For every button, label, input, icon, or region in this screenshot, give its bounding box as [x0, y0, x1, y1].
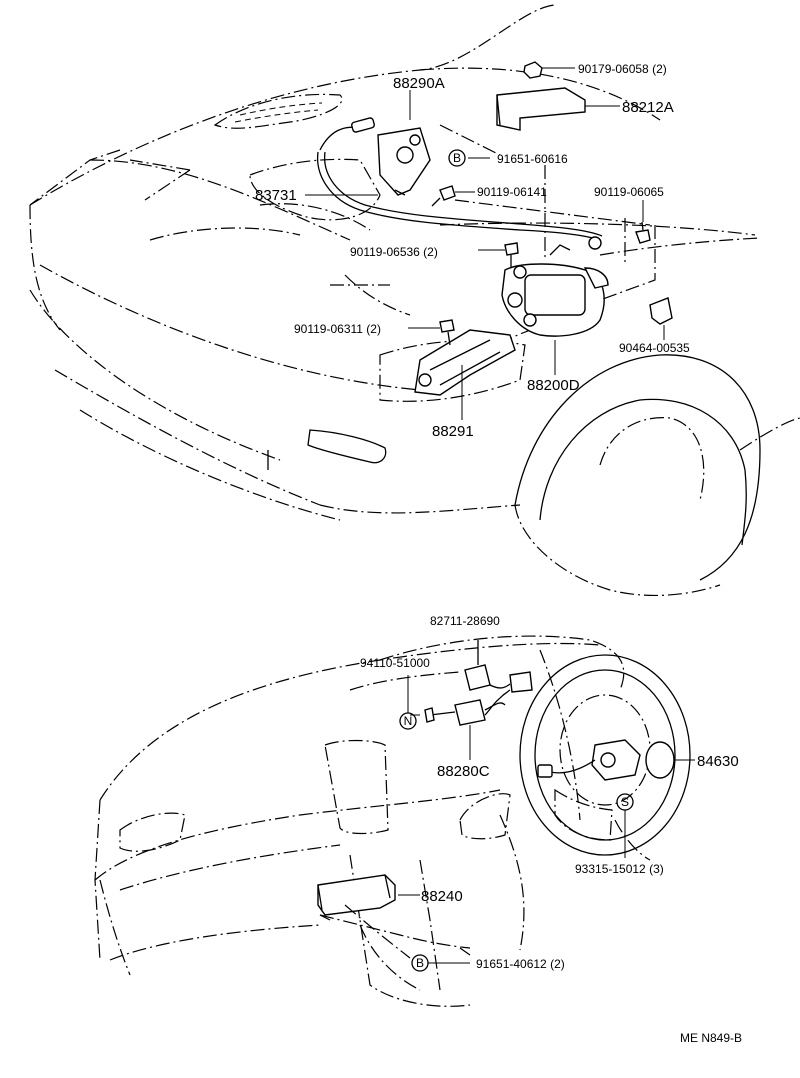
- label-90179-06058: 90179-06058 (2): [578, 62, 667, 76]
- label-88240: 88240: [421, 888, 463, 905]
- label-93315-15012: 93315-15012 (3): [575, 862, 664, 876]
- svg-text:B: B: [453, 151, 461, 165]
- bracket-88290A: [377, 90, 431, 196]
- bolt-90119-06311: [408, 319, 455, 346]
- label-91651-60616: 91651-60616: [497, 152, 568, 166]
- svg-text:S: S: [621, 795, 629, 809]
- dashboard-outline: [94, 635, 625, 1007]
- clip-90464: [649, 297, 673, 340]
- label-88280C: 88280C: [437, 763, 490, 780]
- label-88212A: 88212A: [622, 99, 674, 116]
- bracket-88291: [414, 329, 516, 420]
- label-88290A: 88290A: [393, 75, 445, 92]
- actuator-88200D: [501, 236, 609, 375]
- svg-text:B: B: [416, 956, 424, 970]
- steering-wheel: [519, 654, 691, 861]
- actuator-cable: [316, 117, 603, 241]
- connector-82711: [464, 640, 533, 716]
- bolt-90119-06141: [431, 185, 475, 207]
- label-82711-28690: 82711-28690: [430, 614, 500, 628]
- bolt-90119-06065: [635, 200, 651, 244]
- svg-text:N: N: [404, 714, 413, 728]
- reference-lines-upper: [305, 124, 656, 301]
- label-90464-00535: 90464-00535: [619, 341, 690, 355]
- label-83731: 83731: [255, 187, 297, 204]
- label-94110-51000: 94110-51000: [360, 656, 430, 670]
- nut-90179: [523, 61, 575, 79]
- label-88291: 88291: [432, 423, 474, 440]
- drawing-code: ME N849-B: [680, 1031, 742, 1045]
- bracket-88212A: [496, 87, 620, 131]
- label-90119-06141: 90119-06141: [477, 185, 547, 199]
- bolt-symbol-b-lower: B: [411, 954, 470, 972]
- switch-88280C: [410, 699, 506, 760]
- label-91651-40612: 91651-40612 (2): [476, 957, 565, 971]
- screw-symbol-s: S: [616, 793, 634, 858]
- cruise-computer-88240: [317, 874, 471, 959]
- label-90119-06536: 90119-06536 (2): [350, 245, 438, 259]
- switch-84630: [537, 739, 695, 781]
- label-90119-06065: 90119-06065: [594, 185, 664, 199]
- label-88200D: 88200D: [527, 377, 580, 394]
- label-90119-06311: 90119-06311 (2): [294, 322, 381, 336]
- front-wheel: [514, 354, 800, 597]
- nut-symbol-n: N: [399, 675, 417, 730]
- label-84630: 84630: [697, 753, 739, 770]
- bolt-90119-06536: [478, 242, 519, 268]
- bolt-symbol-b-upper: B: [448, 149, 466, 167]
